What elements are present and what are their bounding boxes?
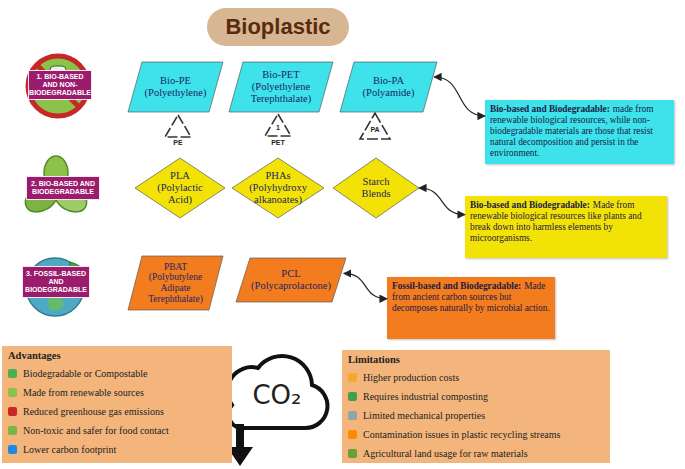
resin-number: 1: [273, 124, 283, 131]
resin-code: PE: [168, 139, 188, 146]
list-row: Lower carbon footprint: [8, 440, 226, 459]
list-icon: [348, 411, 357, 420]
arrow-shaft: [236, 424, 244, 448]
definition-term: Bio-based and Biodegradable:: [470, 200, 590, 210]
recycle-triangle: [360, 113, 390, 139]
list-item: Lower carbon footprint: [23, 444, 116, 455]
definition-box: Bio-based and Biodegradable:Made from re…: [465, 196, 667, 258]
definition-term: Fossil-based and Biodegradable:: [392, 281, 521, 291]
list-item: Requires industrial composting: [363, 391, 488, 402]
shape-label: PLA (Polylactic Acid): [152, 170, 208, 205]
material-parallelogram: Bio-PE (Polyethylene): [128, 62, 223, 112]
title-pill: Bioplastic: [207, 8, 349, 46]
material-parallelogram: Bio-PET (Polyethylene Terephthalate): [229, 62, 333, 112]
list-icon: [8, 445, 17, 454]
text-holder: PCL (Polycaprolactone): [236, 258, 346, 302]
list-icon: [348, 430, 357, 439]
list-row: Requires industrial composting: [348, 387, 604, 406]
curved-connector: [419, 188, 465, 215]
co2-icon: [227, 356, 327, 466]
curved-connector: [434, 77, 485, 116]
summary-box: LimitationsHigher production costsRequir…: [342, 350, 610, 463]
list-row: Limited mechanical properties: [348, 406, 604, 425]
banner-label: 3. FOSSIL-BASED AND BIODEGRADABLE: [25, 270, 87, 294]
list-heading: Advantages: [8, 350, 226, 361]
co2-label: CO₂: [244, 380, 310, 410]
shape-label: Starch Blends: [351, 176, 401, 200]
resin-code: PET: [264, 139, 292, 146]
shape-label: PBAT (Polybutylene Adipate Terephthalate…: [140, 262, 212, 305]
category-banner: 1. BIO-BASED AND NON-BIODEGRADABLE: [28, 70, 92, 100]
material-diamond: PLA (Polylactic Acid): [135, 158, 225, 218]
list-row: Contamination issues in plastic recyclin…: [348, 425, 604, 444]
text-holder: PBAT (Polybutylene Adipate Terephthalate…: [128, 256, 223, 310]
definition-text: Fossil-based and Biodegradable:Made from…: [392, 281, 550, 314]
parallelogram-fill: [236, 258, 346, 302]
parallelogram-fill: [128, 256, 223, 310]
text-holder: PLA (Polylactic Acid): [135, 158, 225, 218]
recycle-symbols: [165, 113, 390, 139]
list-row: Agricultural land usage for raw material…: [348, 444, 604, 463]
material-parallelogram: Bio-PA (Polyamide): [340, 62, 437, 112]
shape-label: Bio-PA (Polyamide): [353, 75, 425, 99]
recycle-triangle: [265, 114, 291, 136]
parallelogram-fill: [340, 62, 437, 112]
text-holder: Bio-PA (Polyamide): [340, 62, 437, 112]
list-item: Made from renewable sources: [23, 387, 144, 398]
banner-label: 2. BIO-BASED AND BIODEGRADABLE: [29, 180, 97, 196]
parallelogram-fill: [229, 62, 333, 112]
list-row: Higher production costs: [348, 368, 604, 387]
list-item: Non-toxic and safer for food contact: [23, 425, 169, 436]
list-icon: [8, 388, 17, 397]
list-item: Reduced greenhouse gas emissions: [23, 406, 164, 417]
definition-box: Bio-based and Biodegradable:made from re…: [485, 100, 674, 164]
material-diamond: Starch Blends: [333, 158, 419, 218]
list-item: Limited mechanical properties: [363, 410, 485, 421]
category-banner: 3. FOSSIL-BASED AND BIODEGRADABLE: [22, 266, 90, 298]
list-icon: [8, 426, 17, 435]
shape-label: Bio-PE (Polyethylene): [140, 75, 212, 99]
summary-box: AdvantagesBiodegradable or CompostableMa…: [2, 346, 232, 463]
list-icon: [348, 449, 357, 458]
material-parallelogram: PCL (Polycaprolactone): [236, 258, 346, 302]
list-row: Made from renewable sources: [8, 383, 226, 402]
land: [48, 297, 64, 311]
list-item: Contamination issues in plastic recyclin…: [363, 429, 560, 440]
parallelogram-fill: [128, 62, 223, 112]
list-heading: Limitations: [348, 354, 604, 365]
material-diamond: PHAs (Polyhydroxy alkanoates): [232, 158, 324, 218]
shape-label: Bio-PET (Polyethylene Terephthalate): [241, 69, 321, 104]
list-row: Non-toxic and safer for food contact: [8, 421, 226, 440]
list-icon: [8, 369, 17, 378]
category-banner: 2. BIO-BASED AND BIODEGRADABLE: [26, 176, 100, 200]
definition-term: Bio-based and Biodegradable:: [490, 104, 610, 114]
text-holder: Bio-PET (Polyethylene Terephthalate): [229, 62, 333, 112]
diamond-fill: [232, 158, 324, 218]
shape-label: PCL (Polycaprolactone): [246, 268, 336, 292]
diamond-fill: [135, 158, 225, 218]
shape-label: PHAs (Polyhydroxy alkanoates): [248, 170, 308, 205]
definition-text: Bio-based and Biodegradable:made from re…: [490, 104, 669, 158]
resin-code: PA: [365, 126, 385, 133]
list-icon: [8, 407, 17, 416]
text-holder: Bio-PE (Polyethylene): [128, 62, 223, 112]
list-icon: [348, 392, 357, 401]
list-icon: [348, 373, 357, 382]
list-row: Biodegradable or Compostable: [8, 364, 226, 383]
list-item: Higher production costs: [363, 372, 459, 383]
definition-text: Bio-based and Biodegradable:Made from re…: [470, 200, 662, 244]
definition-box: Fossil-based and Biodegradable:Made from…: [387, 277, 555, 339]
text-holder: PHAs (Polyhydroxy alkanoates): [232, 158, 324, 218]
list-row: Reduced greenhouse gas emissions: [8, 402, 226, 421]
text-holder: Starch Blends: [333, 158, 419, 218]
banner-label: 1. BIO-BASED AND NON-BIODEGRADABLE: [29, 73, 91, 97]
material-parallelogram: PBAT (Polybutylene Adipate Terephthalate…: [128, 256, 223, 310]
recycle-triangle: [165, 115, 191, 137]
list-item: Agricultural land usage for raw material…: [363, 448, 528, 459]
curved-connector: [344, 273, 387, 298]
cloud: [228, 356, 328, 428]
list-item: Biodegradable or Compostable: [23, 368, 147, 379]
diamond-fill: [333, 158, 419, 218]
